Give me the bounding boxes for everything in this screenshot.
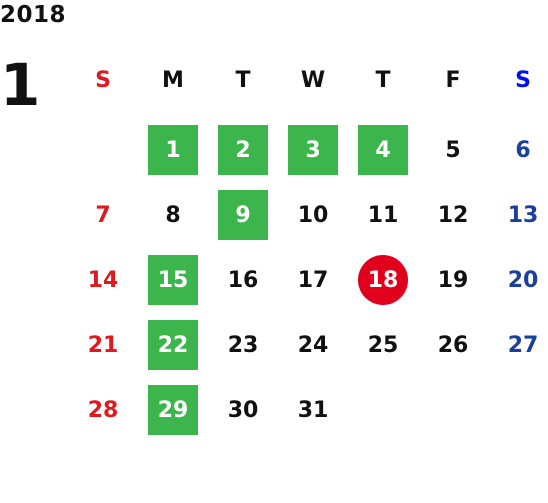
day-2[interactable]: 2	[218, 125, 268, 175]
day-29[interactable]: 29	[148, 385, 198, 435]
day-28[interactable]: 28	[87, 397, 119, 423]
calendar-year: 2018	[0, 2, 67, 28]
day-22[interactable]: 22	[148, 320, 198, 370]
day-11[interactable]: 11	[367, 202, 399, 228]
weekday-thu: T	[375, 67, 391, 93]
day-6[interactable]: 6	[515, 137, 531, 163]
day-16[interactable]: 16	[227, 267, 259, 293]
day-9[interactable]: 9	[218, 190, 268, 240]
day-14[interactable]: 14	[87, 267, 119, 293]
weekday-mon: M	[162, 67, 184, 93]
day-25[interactable]: 25	[367, 332, 399, 358]
weekday-tue: T	[235, 67, 251, 93]
day-5[interactable]: 5	[445, 137, 461, 163]
day-30[interactable]: 30	[227, 397, 259, 423]
day-23[interactable]: 23	[227, 332, 259, 358]
day-12[interactable]: 12	[437, 202, 469, 228]
day-10[interactable]: 10	[297, 202, 329, 228]
day-15[interactable]: 15	[148, 255, 198, 305]
day-20[interactable]: 20	[507, 267, 539, 293]
day-19[interactable]: 19	[437, 267, 469, 293]
day-8[interactable]: 8	[165, 202, 181, 228]
day-17[interactable]: 17	[297, 267, 329, 293]
day-1[interactable]: 1	[148, 125, 198, 175]
calendar-month: 1	[0, 51, 41, 119]
weekday-sun: S	[95, 67, 111, 93]
day-24[interactable]: 24	[297, 332, 329, 358]
day-26[interactable]: 26	[437, 332, 469, 358]
calendar-grid: S M T W T F S 1 2 3 4 5 6 7 8 9 10 11 12…	[67, 0, 548, 503]
day-27[interactable]: 27	[507, 332, 539, 358]
day-21[interactable]: 21	[87, 332, 119, 358]
weekday-sat: S	[515, 67, 531, 93]
day-18[interactable]: 18	[358, 255, 408, 305]
day-3[interactable]: 3	[288, 125, 338, 175]
weekday-wed: W	[300, 67, 326, 93]
day-4[interactable]: 4	[358, 125, 408, 175]
day-13[interactable]: 13	[507, 202, 539, 228]
weekday-fri: F	[445, 67, 461, 93]
day-7[interactable]: 7	[95, 202, 111, 228]
day-31[interactable]: 31	[297, 397, 329, 423]
